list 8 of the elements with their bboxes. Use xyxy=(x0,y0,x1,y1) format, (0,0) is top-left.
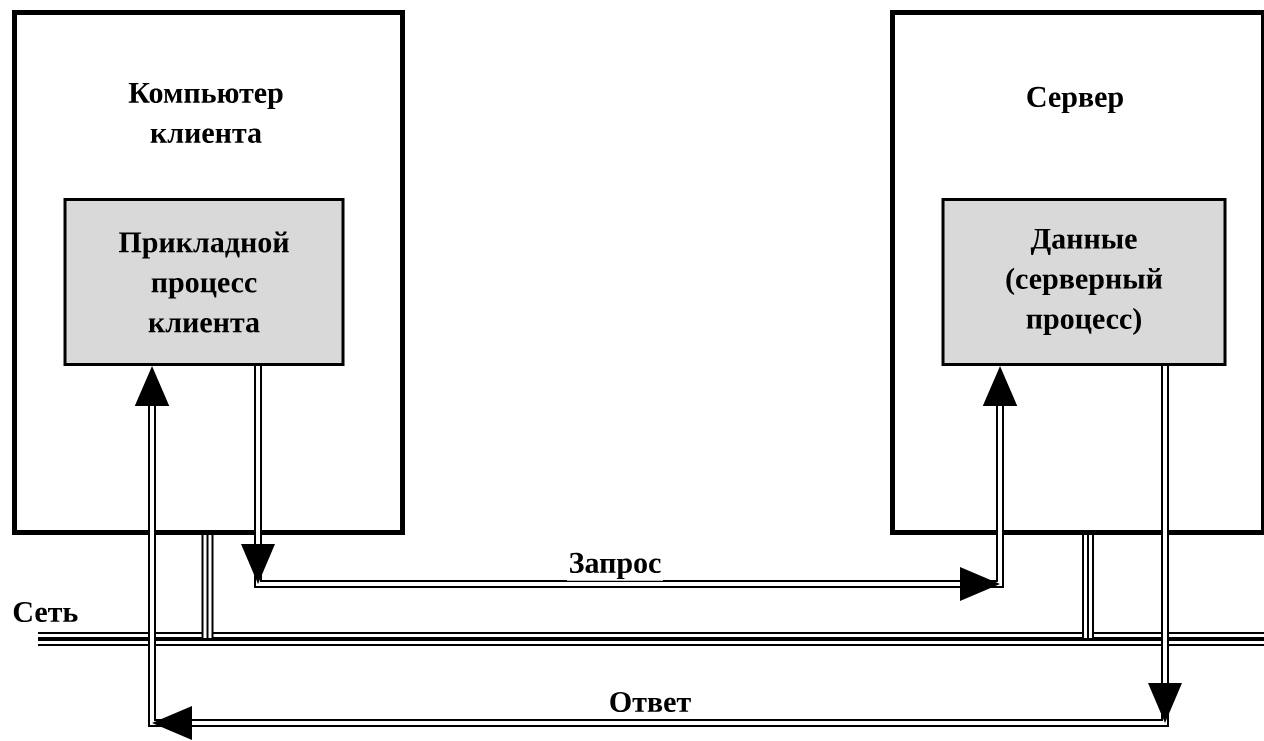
arrow xyxy=(134,366,1182,740)
process-box: Данные (серверный процесс) xyxy=(941,198,1227,366)
edge-label: Ответ xyxy=(607,690,693,714)
connector-line xyxy=(1082,534,1094,639)
process-box: Прикладной процесс клиента xyxy=(63,198,345,366)
edge-label: Запрос xyxy=(567,551,664,581)
connector-line xyxy=(201,534,214,639)
network-label: Сеть xyxy=(13,601,78,623)
